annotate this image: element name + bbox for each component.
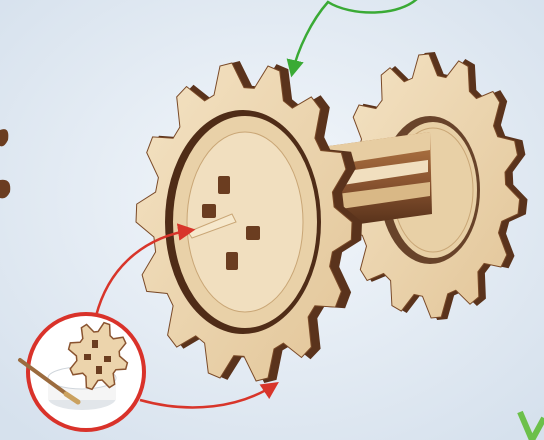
assembly-illustration <box>0 0 544 440</box>
